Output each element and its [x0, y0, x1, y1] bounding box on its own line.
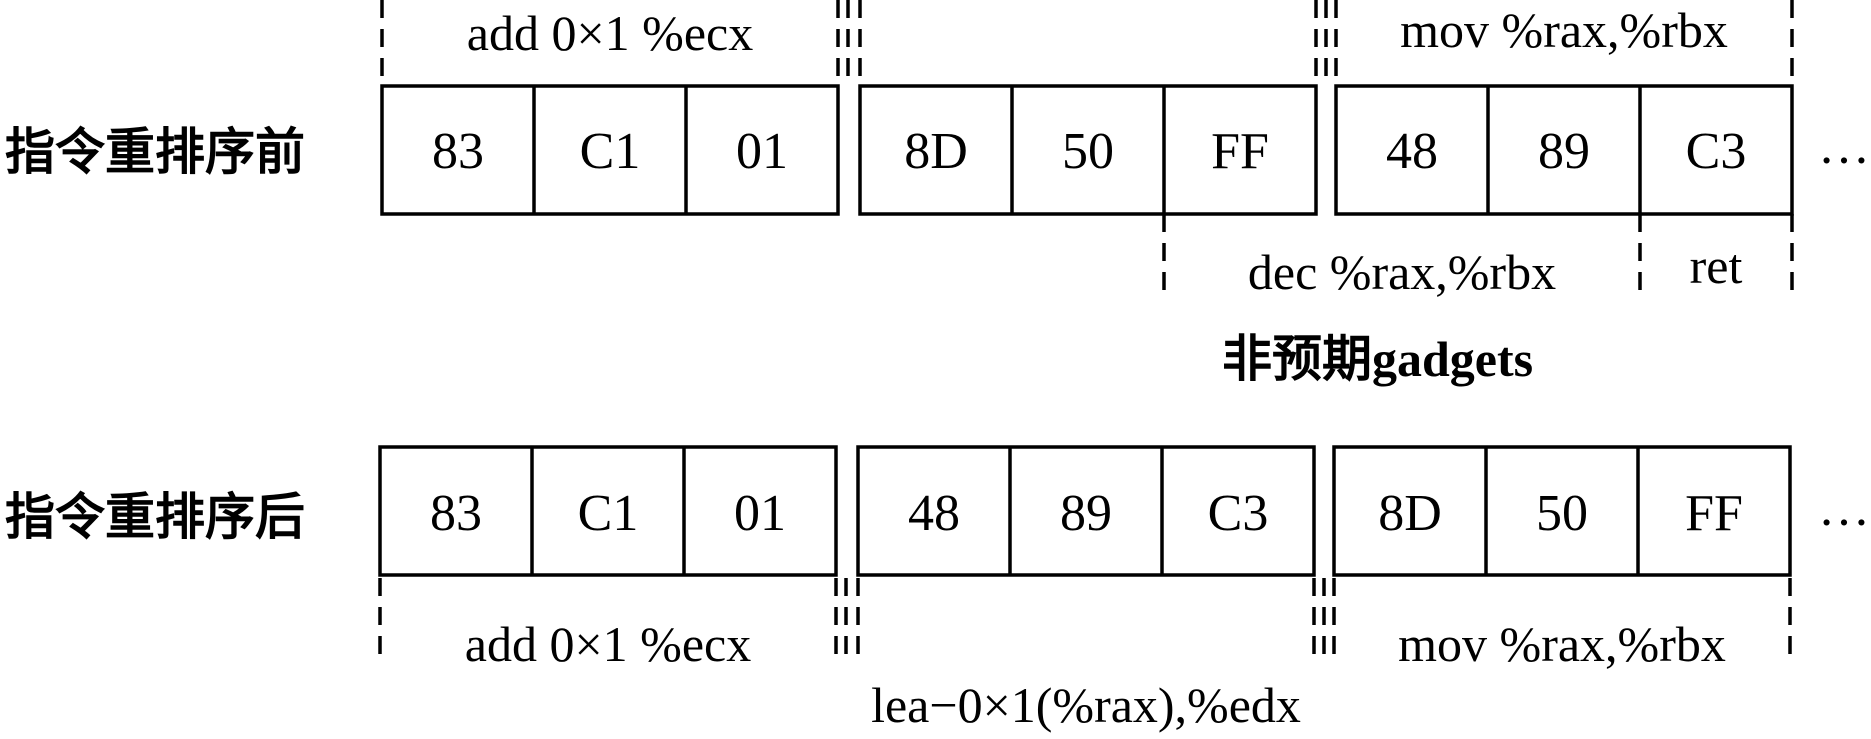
instruction-annotation-add: add 0×1 %ecx [467, 5, 753, 61]
byte-cell: C1 [578, 485, 639, 542]
gadget-annotation-ret: ret [1690, 238, 1743, 294]
byte-cell: 50 [1536, 485, 1588, 542]
ellipsis-before: … [1818, 118, 1870, 175]
byte-cell: 83 [430, 485, 482, 542]
row-label-after: 指令重排序后 [5, 488, 305, 546]
instruction-annotation-mov: mov %rax,%rbx [1398, 616, 1726, 672]
instruction-annotation-add: add 0×1 %ecx [465, 616, 751, 672]
byte-cell: 89 [1060, 485, 1112, 542]
byte-cell: C3 [1686, 123, 1747, 180]
dashed-markers-top [380, 0, 1794, 80]
byte-group-before-1 [380, 84, 840, 216]
byte-cell: FF [1211, 123, 1269, 180]
dashed-markers-gadgets [1162, 214, 1794, 296]
byte-cell: FF [1685, 485, 1743, 542]
gadget-caption: 非预期gadgets [1222, 331, 1533, 387]
dashed-markers-bottom [378, 578, 1792, 662]
byte-cell: 01 [734, 485, 786, 542]
byte-cell: 50 [1062, 123, 1114, 180]
byte-group-before-2 [858, 84, 1318, 216]
gadget-annotation-dec: dec %rax,%rbx [1248, 244, 1556, 300]
byte-cell: 8D [1378, 485, 1442, 542]
byte-cell: 01 [736, 123, 788, 180]
byte-cell: 83 [432, 123, 484, 180]
byte-cell: C1 [580, 123, 641, 180]
byte-group-before-3 [1334, 84, 1794, 216]
byte-group-after-3 [1332, 445, 1792, 577]
byte-cell: 8D [904, 123, 968, 180]
row-label-before: 指令重排序前 [5, 123, 305, 181]
ellipsis-after: … [1818, 480, 1870, 537]
byte-cell: 89 [1538, 123, 1590, 180]
byte-group-after-1 [378, 445, 838, 577]
byte-cell: 48 [1386, 123, 1438, 180]
byte-cell: C3 [1208, 485, 1269, 542]
instruction-annotation-lea: lea−0×1(%rax),%edx [871, 677, 1301, 733]
byte-group-after-2 [856, 445, 1316, 577]
byte-cell: 48 [908, 485, 960, 542]
instruction-annotation-mov: mov %rax,%rbx [1400, 2, 1728, 58]
